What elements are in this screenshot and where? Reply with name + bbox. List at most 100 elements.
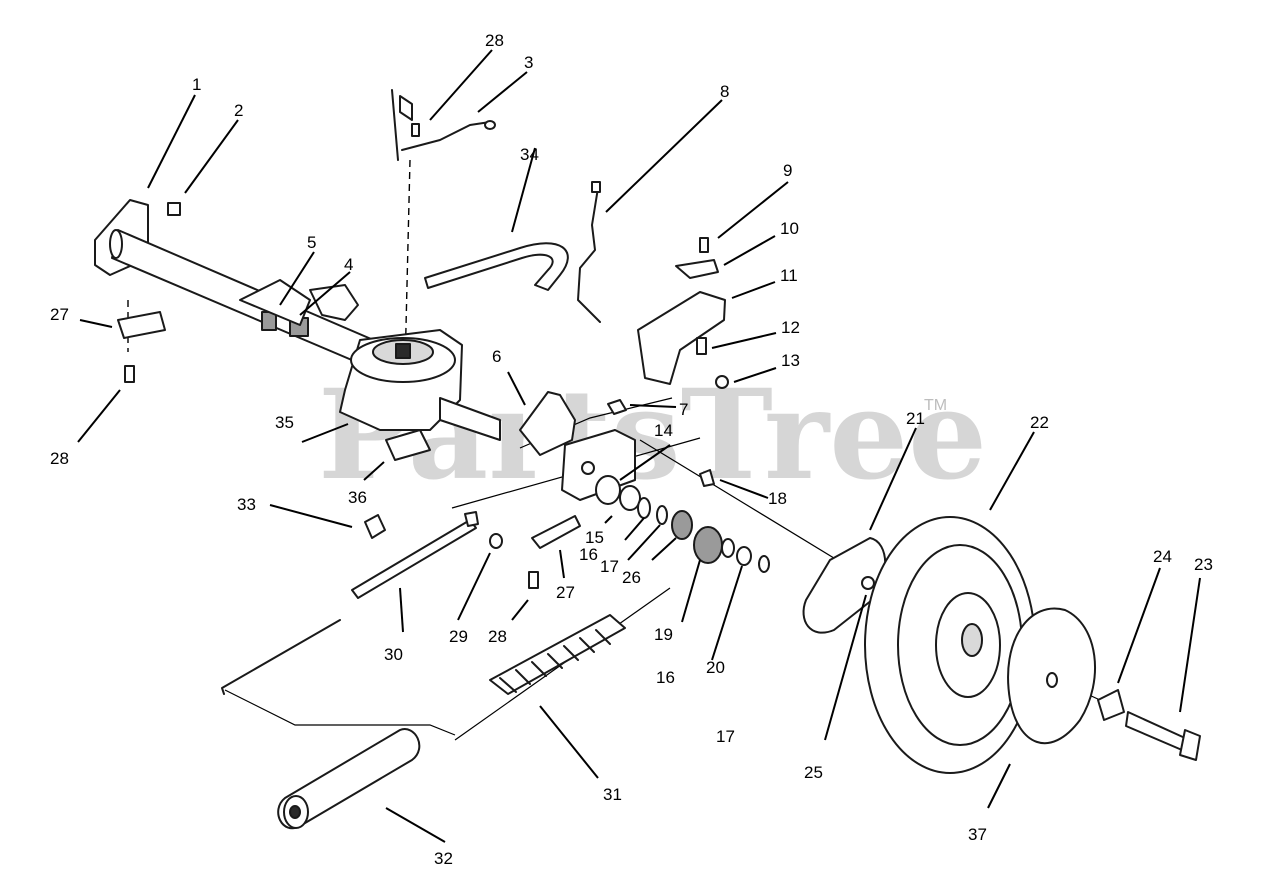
- leader-32: [385, 807, 446, 843]
- callout-5: 5: [307, 233, 316, 252]
- shift-rod: [577, 187, 601, 323]
- alignment-line-wheel: [639, 439, 871, 581]
- control-cable-part: [221, 619, 341, 695]
- leader-27-left: [79, 319, 113, 328]
- callout-7: 7: [679, 400, 688, 419]
- shift-lever-bolt: [411, 123, 420, 137]
- leader-17a: [627, 524, 661, 561]
- bracket-27-left: [117, 311, 166, 383]
- transmission-output-shaft: [439, 397, 501, 441]
- shift-rod-end: [591, 181, 601, 193]
- drive-rod-clevis: [464, 511, 479, 527]
- bushing-20: [736, 546, 752, 566]
- callout-25: 25: [804, 763, 823, 782]
- callout-35: 35: [275, 413, 294, 432]
- bracket-11: [637, 291, 726, 385]
- callout-6: 6: [492, 347, 501, 366]
- callout-32: 32: [434, 849, 453, 868]
- leader-7: [629, 404, 677, 408]
- nut-part-2: [167, 202, 181, 216]
- shift-lever-end: [484, 120, 496, 130]
- callout-33: 33: [237, 495, 256, 514]
- axle-cover: [309, 284, 359, 321]
- callout-23: 23: [1194, 555, 1213, 574]
- leader-21: [869, 427, 917, 531]
- axle-gear-part: [239, 279, 359, 337]
- leader-33: [269, 504, 353, 528]
- leader-4: [299, 271, 351, 316]
- mounting-bracket-part: [519, 391, 576, 456]
- callout-28-top: 28: [485, 31, 504, 50]
- callout-labels: 1 2 3 4 5 6 7 8 9 10 11 12 13 14 15 16 1…: [50, 31, 1213, 868]
- hub-cap-part: [1007, 607, 1097, 745]
- hub-cap-hole: [1046, 672, 1058, 688]
- callout-8: 8: [720, 82, 729, 101]
- callout-21: 21: [906, 409, 925, 428]
- callout-1: 1: [192, 75, 201, 94]
- callout-28-center: 28: [488, 627, 507, 646]
- leader-1: [147, 94, 196, 189]
- leader-11: [731, 281, 776, 299]
- callout-12: 12: [781, 318, 800, 337]
- leader-2: [184, 119, 239, 194]
- drive-plate-hole: [581, 461, 595, 475]
- e-clip-29: [489, 533, 503, 549]
- handle-grip-part: [277, 728, 421, 830]
- leader-6: [507, 371, 526, 406]
- clip-33: [364, 514, 386, 539]
- callout-17-a: 17: [600, 557, 619, 576]
- control-cable: [221, 619, 341, 695]
- transmission-lever-36: [385, 429, 431, 461]
- callout-30: 30: [384, 645, 403, 664]
- clip-10: [675, 259, 719, 279]
- spacer-24: [1097, 689, 1125, 721]
- callout-24: 24: [1153, 547, 1172, 566]
- callout-15: 15: [585, 528, 604, 547]
- bolt-28-c: [528, 571, 539, 589]
- leader-3: [477, 71, 528, 113]
- leader-27-center: [559, 549, 565, 579]
- drive-belt-part: [424, 242, 569, 291]
- trademark-mark: TM: [924, 397, 947, 414]
- callout-28-left: 28: [50, 449, 69, 468]
- key-18: [699, 469, 715, 487]
- axle-shroud: [239, 279, 311, 326]
- callout-20: 20: [706, 658, 725, 677]
- callout-27-left: 27: [50, 305, 69, 324]
- leader-9: [717, 181, 789, 239]
- bracket-assembly-part: [637, 237, 729, 389]
- key-part: [699, 469, 715, 487]
- callout-2: 2: [234, 101, 243, 120]
- nut-13: [715, 375, 729, 389]
- leader-34: [511, 147, 536, 233]
- wheel-bolt-part: [1097, 689, 1201, 761]
- e-clip-part: [489, 533, 503, 549]
- shift-lever-bracket: [399, 95, 413, 121]
- callout-16-a: 16: [579, 545, 598, 564]
- drive-belt: [424, 242, 569, 291]
- leader-8: [605, 99, 723, 213]
- leader-19: [681, 559, 701, 623]
- callout-34: 34: [520, 145, 539, 164]
- wheel-hub: [961, 623, 983, 657]
- leader-28-top: [429, 49, 493, 121]
- axle-tube-end: [109, 229, 123, 259]
- leader-16a: [624, 517, 645, 541]
- pinion-gear-19: [693, 526, 723, 564]
- callout-26: 26: [622, 568, 641, 587]
- leader-13: [733, 367, 777, 383]
- washer-16: [619, 485, 641, 511]
- bolt-28-a: [124, 365, 135, 383]
- callout-9: 9: [783, 161, 792, 180]
- washer-16-b: [721, 538, 735, 558]
- gear-26: [671, 510, 693, 540]
- leader-35: [301, 423, 349, 443]
- shift-rod-part: [577, 181, 601, 323]
- drive-rod-part: [351, 511, 479, 599]
- callout-4: 4: [344, 255, 353, 274]
- spring-coils: [499, 629, 611, 693]
- callout-37: 37: [968, 825, 987, 844]
- leader-28-center: [511, 599, 529, 621]
- bearing-15: [595, 475, 621, 505]
